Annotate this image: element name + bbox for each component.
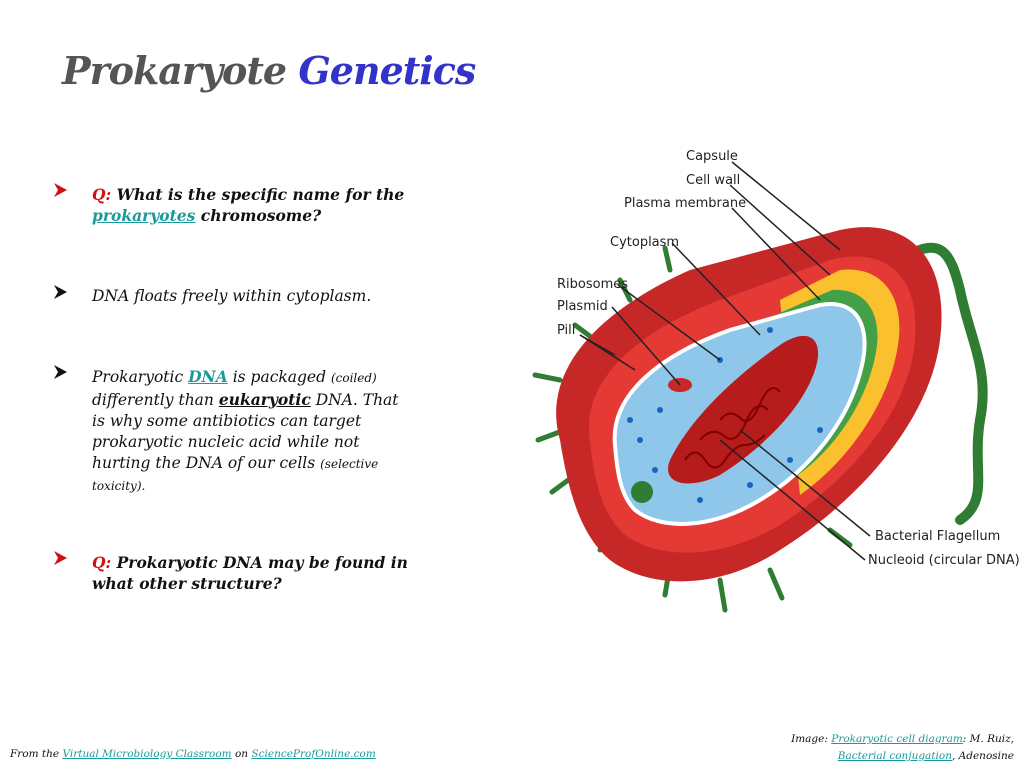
question-text: Prokaryotic DNA may be found in what oth…	[92, 553, 408, 593]
bacterial-conjugation-link[interactable]: Bacterial conjugation	[837, 750, 952, 762]
cell-diagram-link[interactable]: Prokaryotic cell diagram	[831, 733, 963, 745]
label-nucleoid: Nucleoid (circular DNA)	[868, 553, 1020, 568]
ribosome-dots	[627, 327, 823, 503]
leader-lines	[579, 161, 871, 561]
question-text-end: chromosome?	[200, 206, 322, 225]
label-cell-wall: Cell wall	[686, 173, 740, 188]
footer-text: , Adenosine	[951, 750, 1014, 762]
bullet-text: DNA floats freely within cytoplasm.	[92, 287, 372, 305]
label-flagellum: Bacterial Flagellum	[875, 529, 1000, 544]
arrow-bullet-icon	[54, 183, 67, 197]
scienceprofonline-link[interactable]: ScienceProfOnline.com	[251, 748, 376, 760]
title-part2: Genetics	[298, 48, 476, 93]
bullet-text: is packaged	[232, 368, 327, 386]
bullet-text: DNA. That is why some antibiotics can ta…	[92, 391, 399, 472]
label-plasmid: Plasmid	[557, 299, 608, 314]
arrow-bullet-icon	[54, 551, 67, 565]
arrow-bullet-icon	[54, 365, 67, 379]
dna-link[interactable]: DNA	[188, 367, 228, 386]
bullet-text: differently than	[92, 391, 214, 409]
question-marker: Q:	[92, 185, 112, 204]
label-ribosomes: Ribosomes	[557, 277, 628, 292]
footer-text: From the	[10, 748, 60, 760]
footer-text: Image:	[791, 733, 828, 745]
slide-title: Prokaryote Genetics	[62, 48, 476, 93]
nucleoid-coils	[684, 387, 781, 469]
nucleoid-shape	[668, 335, 819, 484]
footer-text: : M. Ruiz,	[962, 733, 1014, 745]
footer-right-credits: Image: Prokaryotic cell diagram: M. Ruiz…	[791, 731, 1014, 765]
footer-left: From the Virtual Microbiology Classroom …	[10, 748, 376, 760]
label-pili: Pili	[557, 323, 575, 338]
question-marker: Q:	[92, 553, 112, 572]
label-cytoplasm: Cytoplasm	[610, 235, 679, 250]
label-capsule: Capsule	[686, 149, 738, 164]
question-text: What is the specific name for the	[116, 185, 405, 204]
flagellum-shape	[895, 242, 988, 525]
small-note: (coiled)	[330, 371, 377, 385]
small-note: (selective toxicity).	[92, 457, 379, 493]
title-part1: Prokaryote	[62, 48, 287, 93]
footer-text: on	[234, 748, 249, 760]
arrow-bullet-icon	[54, 285, 67, 299]
bullet-text: Prokaryotic	[92, 368, 184, 386]
eukaryotic-term: eukaryotic	[218, 390, 311, 409]
prokaryotic-cell-diagram: Capsule Cell wall Plasma membrane Cytopl…	[532, 149, 1020, 613]
prokaryotes-link[interactable]: prokaryotes	[92, 206, 196, 225]
virtual-classroom-link[interactable]: Virtual Microbiology Classroom	[62, 748, 232, 760]
label-plasma-membrane: Plasma membrane	[624, 196, 746, 211]
inclusion-body-shape	[631, 481, 653, 503]
